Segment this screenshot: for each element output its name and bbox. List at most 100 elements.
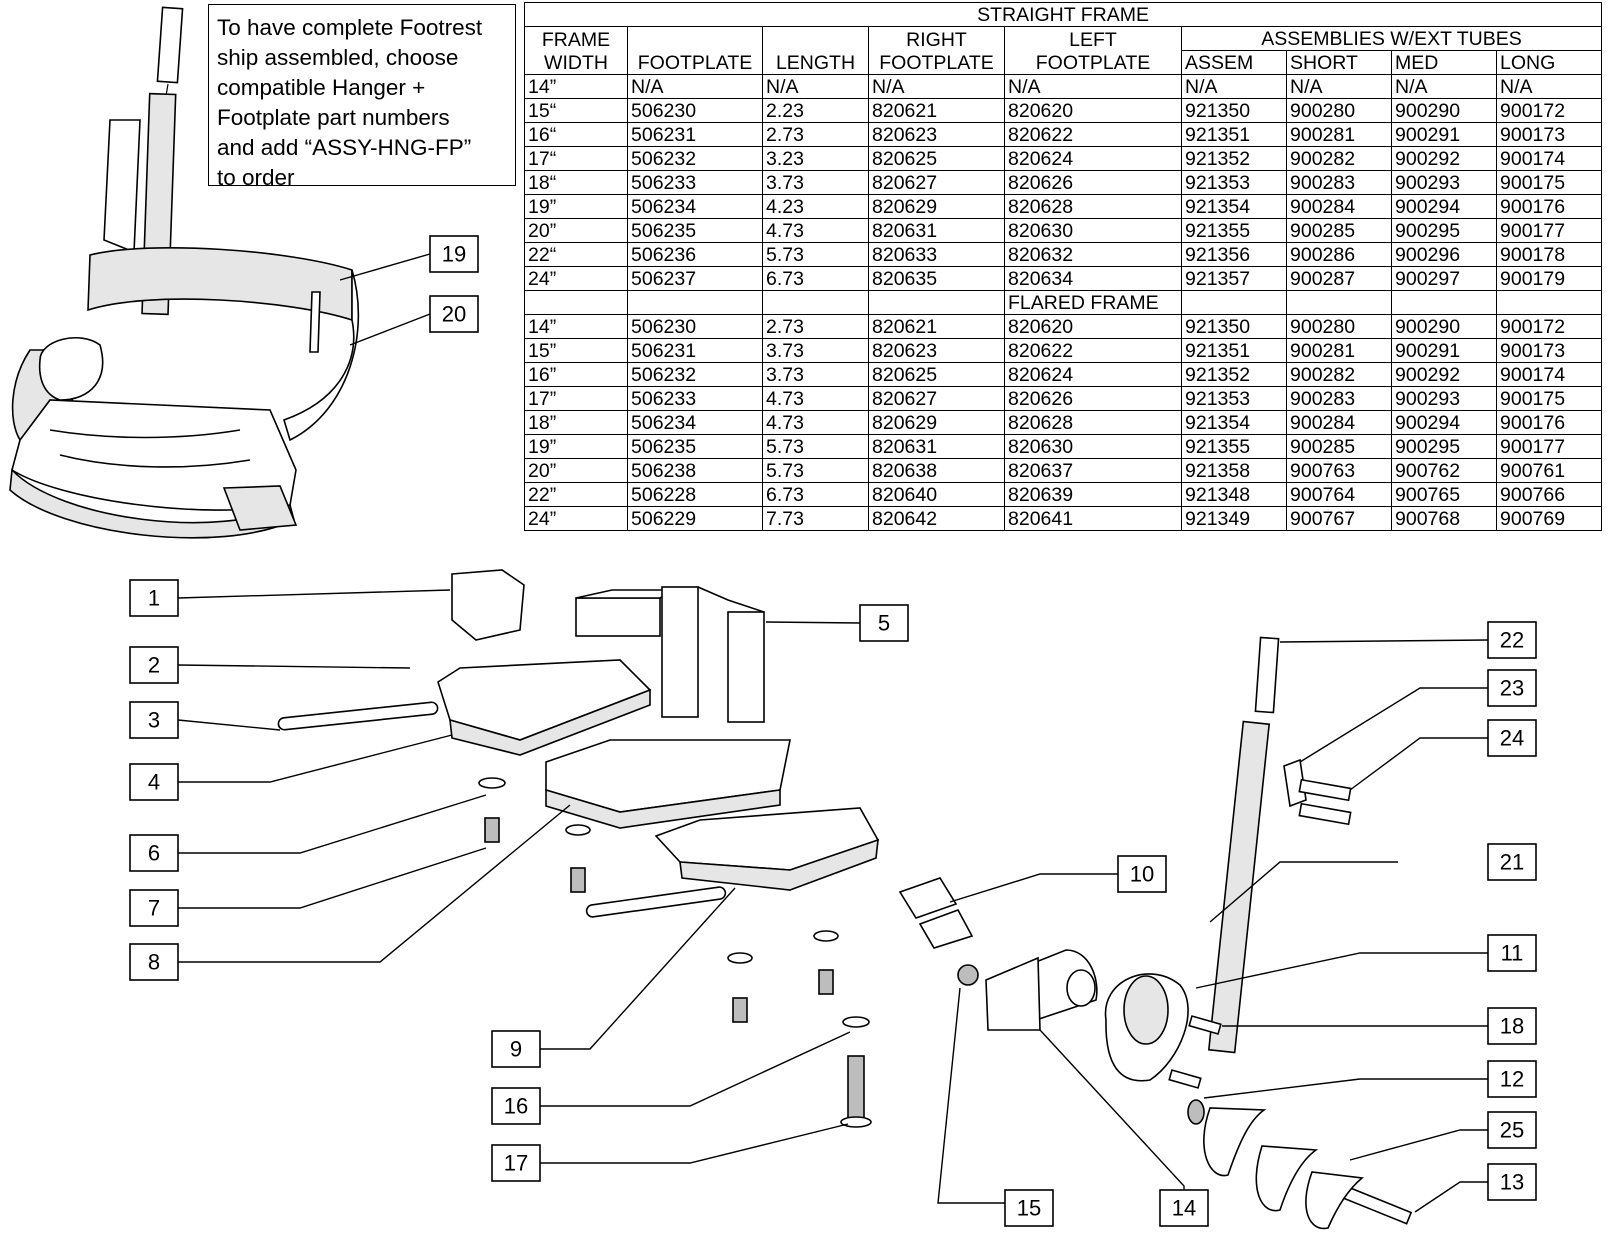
table-cell: 921355: [1181, 434, 1287, 459]
note-line: and add “ASSY-HNG-FP”: [217, 135, 472, 160]
callout-11: 11: [1487, 934, 1537, 972]
callout-17: 17: [491, 1144, 541, 1182]
table-cell: 820629: [868, 410, 1005, 435]
callout-9: 9: [491, 1030, 541, 1068]
callout-label: 17: [504, 1151, 528, 1176]
table-cell: 820624: [1004, 362, 1182, 387]
header-footplate: FOOTPLATE: [627, 50, 763, 75]
table-cell: 820632: [1004, 242, 1182, 267]
table-cell: 900174: [1495, 362, 1603, 387]
header-row-2: WIDTH FOOTPLATE LENGTH FOOTPLATE FOOTPLA…: [524, 50, 1603, 75]
callout-label: 5: [878, 611, 890, 636]
header-empty: [627, 26, 763, 51]
table-cell: 900293: [1391, 386, 1497, 411]
table-cell: 900292: [1391, 146, 1497, 171]
header-assemblies: ASSEMBLIES W/EXT TUBES: [1180, 26, 1603, 51]
table-cell: 921350: [1181, 314, 1287, 339]
table-cell: 820641: [1004, 506, 1182, 531]
callout-4: 4: [129, 763, 179, 801]
table-cell: 921353: [1181, 170, 1287, 195]
table-cell: 22“: [524, 242, 628, 267]
callout-label: 6: [148, 841, 160, 866]
callout-label: 1: [148, 586, 160, 611]
table-cell: 506230: [627, 98, 763, 123]
table-cell: 820635: [868, 266, 1005, 291]
table-cell-empty: [1181, 290, 1287, 315]
table-cell: 900293: [1391, 170, 1497, 195]
table-cell: 506233: [627, 386, 763, 411]
table-cell: 900292: [1391, 362, 1497, 387]
table-cell: N/A: [868, 74, 1005, 99]
table-cell: 24”: [524, 506, 628, 531]
table-cell: 820623: [868, 338, 1005, 363]
table-cell: 17”: [524, 386, 628, 411]
table-cell: 6.73: [762, 482, 869, 507]
table-cell: 820633: [868, 242, 1005, 267]
callout-label: 3: [148, 708, 160, 733]
table-cell: 506238: [627, 458, 763, 483]
callout-7: 7: [129, 889, 179, 927]
callout-label: 2: [148, 653, 160, 678]
callout-20: 20: [429, 295, 479, 333]
table-cell: 900179: [1495, 266, 1603, 291]
note-line: compatible Hanger +: [217, 75, 426, 100]
table-cell: N/A: [1495, 74, 1603, 99]
table-cell: 921357: [1181, 266, 1287, 291]
header-empty: [762, 26, 869, 51]
callout-label: 7: [148, 896, 160, 921]
callout-label: 15: [1017, 1196, 1041, 1221]
table-cell: 506237: [627, 266, 763, 291]
note-line: to order: [217, 165, 295, 190]
table-cell: 506235: [627, 434, 763, 459]
table-cell: 3.23: [762, 146, 869, 171]
table-cell: 900291: [1391, 338, 1497, 363]
table-cell: 506233: [627, 170, 763, 195]
callout-2: 2: [129, 646, 179, 684]
hanger-parts: [898, 636, 1413, 1230]
table-cell: 506228: [627, 482, 763, 507]
callout-21: 21: [1487, 843, 1537, 881]
table-cell: 900175: [1495, 386, 1603, 411]
exploded-footplate-parts: [277, 569, 880, 1128]
assembled-footrest-illustration: [9, 6, 360, 539]
table-cell: 820638: [868, 458, 1005, 483]
table-cell: 900177: [1495, 434, 1603, 459]
callout-18: 18: [1487, 1007, 1537, 1045]
callout-label: 16: [504, 1094, 528, 1119]
table-cell: 4.73: [762, 410, 869, 435]
table-cell: 820629: [868, 194, 1005, 219]
table-cell: 900286: [1286, 242, 1392, 267]
table-cell: 900287: [1286, 266, 1392, 291]
table-cell: 820625: [868, 146, 1005, 171]
table-cell: 921352: [1181, 362, 1287, 387]
table-cell: 820634: [1004, 266, 1182, 291]
ordering-note: To have complete Footrest ship assembled…: [208, 4, 516, 190]
table-cell: 900280: [1286, 98, 1392, 123]
callout-1: 1: [129, 579, 179, 617]
header-assem: ASSEM: [1181, 50, 1287, 75]
table-cell: 820621: [868, 314, 1005, 339]
table-cell: 3.73: [762, 170, 869, 195]
table-cell: 900285: [1286, 218, 1392, 243]
table-cell: 900172: [1495, 314, 1603, 339]
table-cell: 900296: [1391, 242, 1497, 267]
table-cell: 20”: [524, 218, 628, 243]
table-cell: 900285: [1286, 434, 1392, 459]
callout-3: 3: [129, 701, 179, 739]
table-cell: 820628: [1004, 194, 1182, 219]
callout-6: 6: [129, 834, 179, 872]
table-cell: 900769: [1495, 506, 1603, 531]
table-cell: 506234: [627, 410, 763, 435]
table-cell-empty: [524, 290, 628, 315]
table-cell: 921354: [1181, 194, 1287, 219]
callout-label: 25: [1500, 1118, 1524, 1143]
table-cell: 900762: [1391, 458, 1497, 483]
callout-13: 13: [1487, 1163, 1537, 1201]
callout-label: 11: [1501, 941, 1524, 966]
